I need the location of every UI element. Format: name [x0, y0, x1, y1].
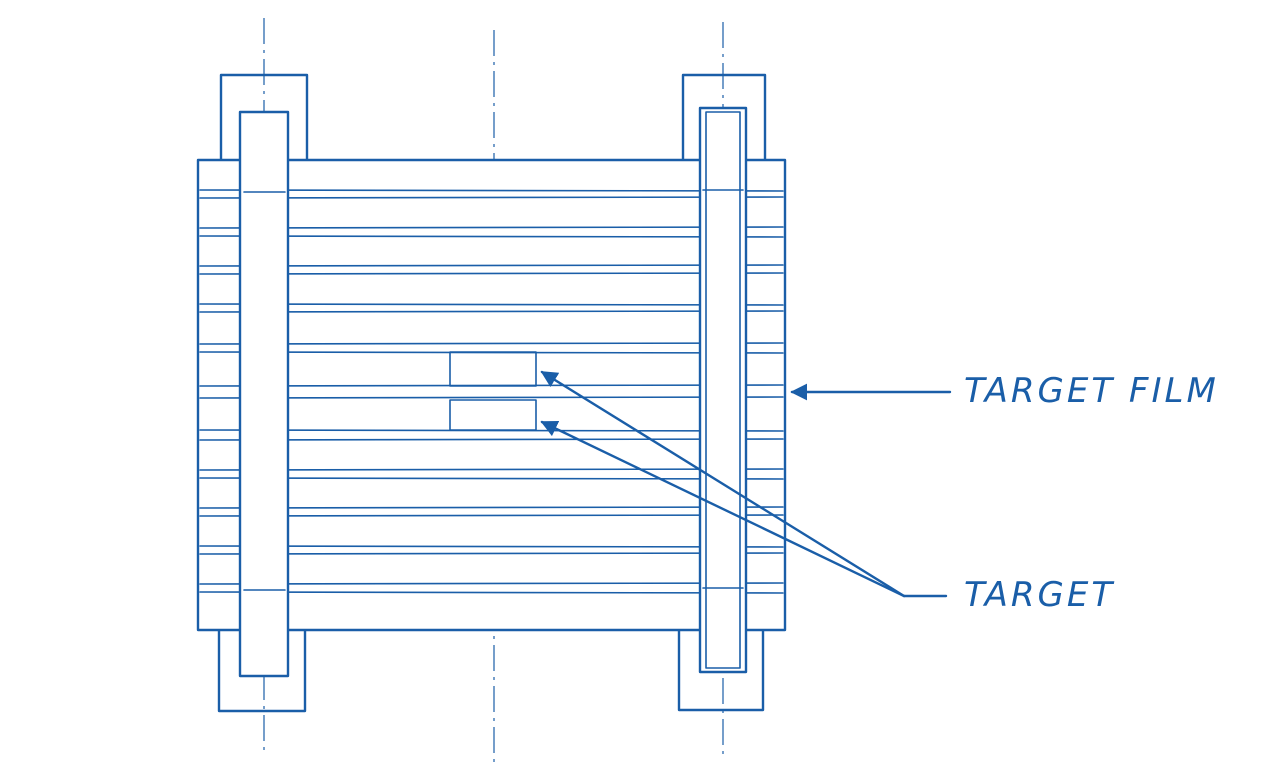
plate-stack — [196, 158, 787, 632]
target-label: TARGET — [964, 575, 1116, 615]
right-tie-rod-inner — [705, 111, 741, 669]
plate-line — [199, 189, 784, 192]
plate-line — [199, 235, 784, 238]
plate-line — [199, 264, 784, 267]
leaders — [540, 370, 952, 598]
plate-line — [199, 342, 784, 345]
plate-line — [199, 552, 784, 555]
plate-line — [199, 226, 784, 229]
plate-line — [199, 477, 784, 480]
plate-line — [199, 591, 784, 594]
plate-line — [199, 514, 784, 517]
right-tie-rod — [698, 106, 748, 674]
targets — [449, 351, 537, 431]
tie-rods — [238, 106, 748, 678]
plate-stack-outline — [196, 158, 787, 632]
plate-line — [199, 396, 784, 399]
left-tie-rod — [238, 110, 290, 678]
plate-line — [199, 582, 784, 585]
plate-line — [199, 272, 784, 275]
plate-line — [199, 303, 784, 306]
plate-lines — [199, 189, 784, 594]
plate-line — [199, 438, 784, 441]
target-film-label: TARGET FILM — [964, 371, 1219, 411]
target-leader-upper — [540, 370, 906, 598]
target-leader-lower — [540, 420, 906, 598]
plate-line — [199, 545, 784, 548]
plate-line — [199, 196, 784, 199]
plate-line — [199, 310, 784, 313]
plate-line — [199, 468, 784, 471]
target-upper — [449, 351, 537, 387]
plate-line — [199, 506, 784, 509]
target-lower — [449, 399, 537, 431]
